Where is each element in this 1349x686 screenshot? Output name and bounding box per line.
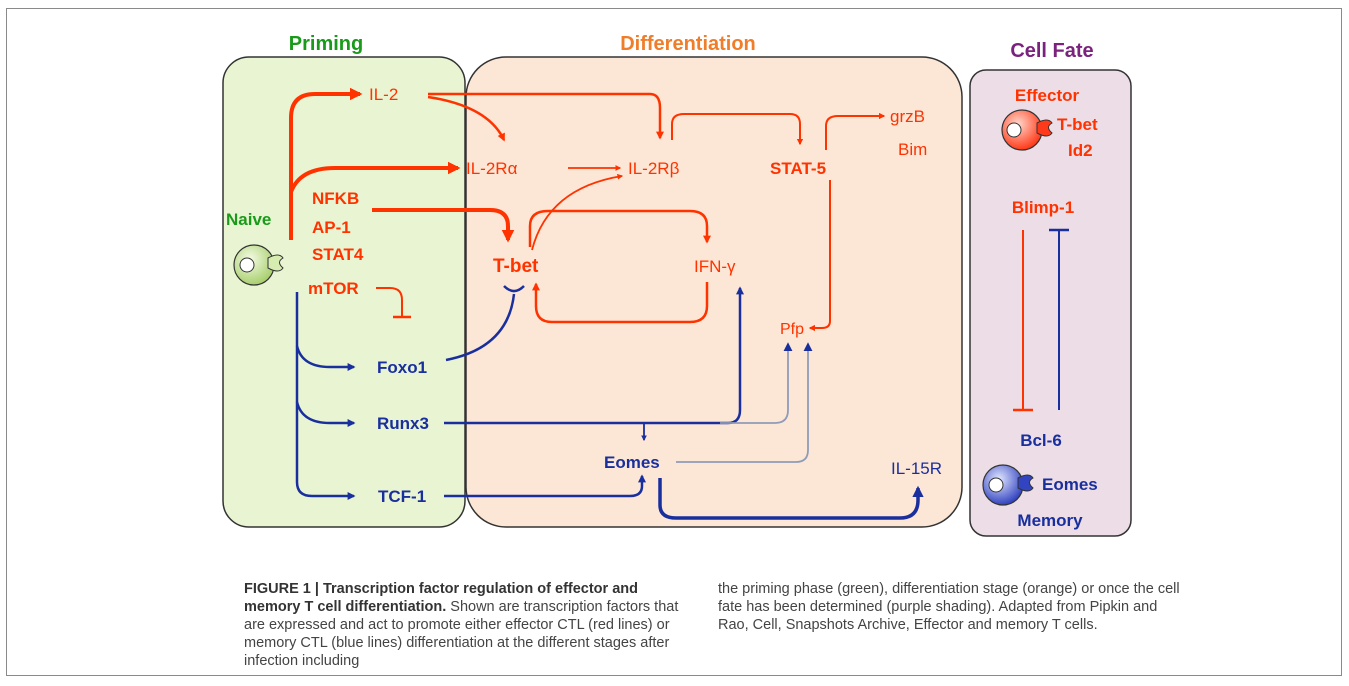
- node-bim: Bim: [898, 140, 927, 159]
- node-pfp: Pfp: [780, 321, 804, 338]
- node-grzb: grzB: [890, 107, 925, 126]
- node-il2: IL-2: [369, 85, 398, 104]
- node-tbet: T-bet: [493, 256, 539, 277]
- node-stat5: STAT-5: [770, 159, 826, 178]
- priming-title: Priming: [289, 33, 363, 55]
- edge-naive-il2: [289, 87, 363, 240]
- memory-label: Memory: [1017, 511, 1083, 530]
- edge-il2-il2rb: [428, 92, 665, 140]
- edge-eomes-il15r: [658, 478, 924, 520]
- figure-label: FIGURE 1 | Transcription factor regulati…: [244, 581, 638, 615]
- node-eomes: Eomes: [604, 453, 660, 472]
- edge-foxo1-tbet: [445, 293, 516, 362]
- edge-il2rb-stat5: [671, 113, 804, 146]
- node-ap1: AP-1: [312, 218, 351, 237]
- naive-cell-icon: [233, 244, 284, 286]
- edge-eomes-pfp: [676, 342, 813, 463]
- node-foxo1: Foxo1: [377, 358, 427, 377]
- priming-panel: [222, 56, 466, 528]
- node-mtor: mTOR: [308, 279, 359, 298]
- node-tcf1: TCF-1: [378, 487, 426, 506]
- cellfate-panel: [969, 69, 1132, 537]
- differentiation-panel: [465, 56, 963, 528]
- node-stat4: STAT4: [312, 245, 364, 264]
- effector-cell-icon: [1001, 109, 1053, 151]
- node-il15r: IL-15R: [891, 459, 942, 478]
- node-nfkb: NFKB: [312, 189, 359, 208]
- inhibit-bar-foxo1-tbet: [503, 285, 525, 293]
- edge-naive-il2ra: [289, 161, 461, 193]
- effector-id2-label: Id2: [1068, 141, 1093, 160]
- node-il2rb: IL-2Rβ: [628, 159, 680, 178]
- edge-naive-runx3: [295, 401, 356, 428]
- node-naive: Naive: [226, 210, 271, 229]
- effector-label: Effector: [1015, 86, 1080, 105]
- edge-mtor-foxo1: [376, 287, 403, 316]
- cellfate-title: Cell Fate: [1010, 40, 1093, 62]
- edge-nfkb-tbet: [372, 208, 515, 243]
- memory-eomes-label: Eomes: [1042, 475, 1098, 494]
- node-il2ra: IL-2Rα: [466, 159, 518, 178]
- caption-text-left: Shown are transcription factors that are…: [244, 599, 679, 669]
- edge-tbet-il2rb: [531, 173, 624, 251]
- blimp1-label: Blimp-1: [1012, 198, 1074, 217]
- edge-naive-trunk-blue: [295, 292, 356, 501]
- memory-cell-icon: [982, 464, 1034, 506]
- edge-tcf1-eomes: [444, 474, 647, 498]
- bcl6-label: Bcl-6: [1020, 431, 1062, 450]
- tcell-differentiation-diagram: Priming Differentiation Cell Fate: [222, 33, 1132, 537]
- edge-stat5-pfp: [808, 180, 831, 332]
- node-runx3: Runx3: [377, 414, 429, 433]
- caption-text-right: the priming phase (green), differentiati…: [718, 581, 1180, 633]
- differentiation-title: Differentiation: [620, 33, 756, 55]
- edge-ifng-tbet: [531, 282, 709, 324]
- caption-right: the priming phase (green), differentiati…: [718, 580, 1188, 634]
- effector-tbet-label: T-bet: [1057, 115, 1098, 134]
- edge-runx3-pfp: [720, 342, 793, 424]
- edge-tbet-ifng: [528, 209, 712, 247]
- caption-left: FIGURE 1 | Transcription factor regulati…: [244, 580, 689, 670]
- edge-stat5-grzb: [825, 112, 886, 150]
- edge-il2-il2ra: [427, 95, 506, 142]
- node-ifng: IFN-γ: [694, 257, 736, 276]
- edge-naive-foxo1: [295, 345, 356, 372]
